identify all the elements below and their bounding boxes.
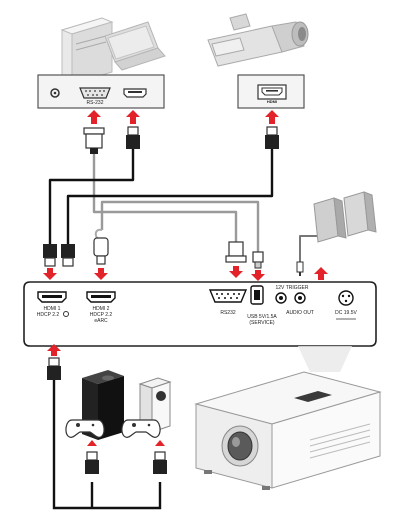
rs232-port-icon [79, 87, 111, 99]
rs232-connector-top [83, 127, 105, 154]
hdmi2-label: HDMI 2 [93, 306, 110, 312]
source-rs232-label: RS-232 [87, 100, 104, 106]
rs232-port [208, 289, 248, 303]
dc-label: DC 19.5V [335, 310, 357, 316]
dc-power-port [338, 290, 354, 306]
arrow-audio-out [314, 267, 328, 280]
hdmi1-plug [43, 244, 57, 267]
arrow-hdmi-source [126, 110, 140, 124]
usb-sub: (SERVICE) [249, 320, 275, 326]
camcorder-hdmi-label: HDMI [267, 99, 277, 104]
camcorder-illustration [207, 13, 309, 67]
controller-dark [65, 419, 105, 438]
hdmi1-label: HDMI 1 [44, 306, 61, 312]
trigger-label: 12V TRIGGER [276, 285, 309, 291]
arrows-console-out [87, 440, 165, 446]
controller-light [121, 419, 161, 438]
rs232-label: RS232 [220, 310, 236, 316]
hdmi-cable-source [48, 149, 135, 244]
hdmi-connector-camcorder [265, 126, 279, 149]
speakers-illustration [313, 191, 377, 243]
hdmi-plug-console-small [153, 451, 167, 474]
hdmi-connector-source [126, 126, 140, 149]
usb-plug [252, 251, 264, 269]
arrow-console-large-out [87, 440, 97, 446]
hdmi-earc-plug [93, 228, 109, 265]
arrow-hdmi1-in [43, 268, 57, 280]
rs232-plug-projector [225, 241, 247, 263]
source-port-panel: RS-232 [37, 74, 165, 109]
camcorder-port-panel: HDMI [237, 74, 305, 109]
projector-port-panel: HDMI 1 HDCP 2.2 HDMI 2 HDCP 2.2 eARC RS2… [23, 281, 377, 347]
console-hdmi-cable [52, 380, 162, 510]
hdmi2-earc: eARC [94, 318, 108, 324]
hdmi-cable-camcorder [66, 149, 274, 244]
arrow-console-small-out [155, 440, 165, 446]
rs232-cable [92, 154, 238, 242]
game-controller-icon [63, 311, 69, 317]
signal-arrows-top [87, 110, 279, 124]
hdmi2-plug [61, 244, 75, 267]
signal-arrows-panel [43, 266, 328, 281]
arrow-rs232-in [229, 266, 243, 278]
hdmi2-sub: HDCP 2.2 [90, 312, 113, 318]
hdmi1-sub: HDCP 2.2 [37, 312, 60, 318]
hdmi-plug-console-large [85, 451, 99, 474]
audio-out-label: AUDIO OUT [286, 310, 314, 316]
usb-cable [100, 200, 260, 252]
projector-illustration [194, 346, 382, 490]
audio-plug [296, 261, 304, 276]
audio-jack-icon [50, 88, 60, 98]
arrow-rs232-source [87, 110, 101, 124]
hdmi-plug-bottom-top [47, 357, 61, 380]
arrow-hdmi-camcorder [265, 110, 279, 124]
arrow-usb-in [251, 270, 265, 281]
usb-label: USB 5V/1.5A [247, 314, 277, 320]
computer-illustration [60, 17, 166, 85]
arrow-hdmi1-bottom [47, 344, 61, 356]
arrow-hdmi2-in [94, 268, 108, 280]
